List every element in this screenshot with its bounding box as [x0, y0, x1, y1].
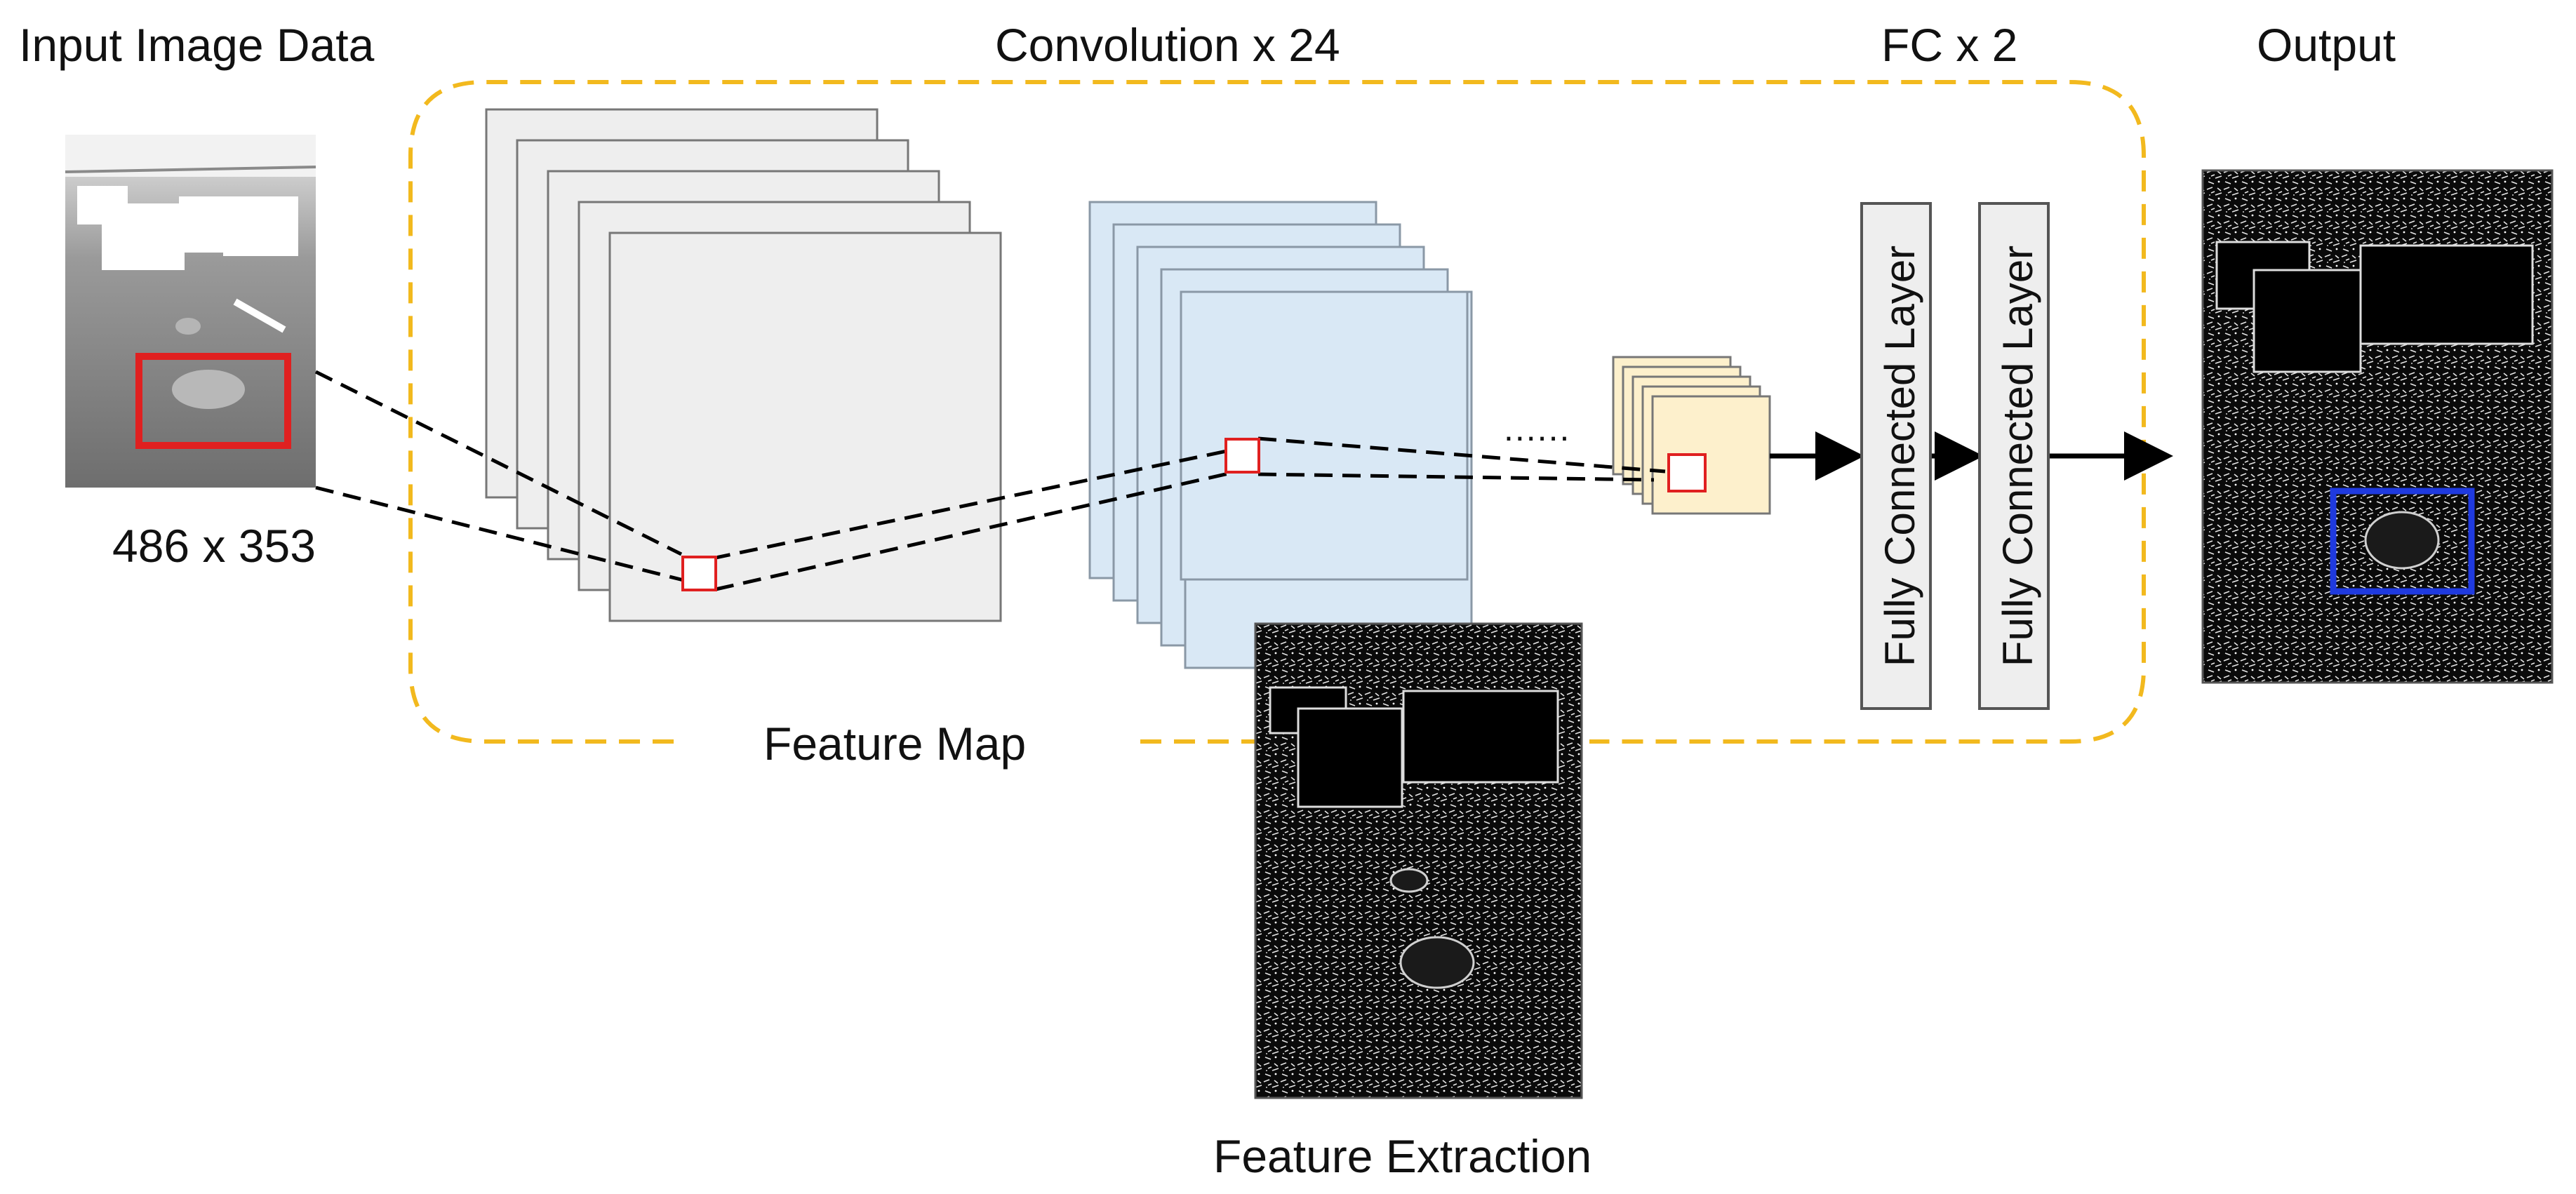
ellipsis-label: ......	[1504, 409, 1571, 448]
output-image	[2201, 169, 2554, 684]
input-image-data-title: Input Image Data	[19, 19, 375, 71]
fc-layer-1-label: Fully Connected Layer	[1876, 246, 1923, 666]
output-title: Output	[2257, 19, 2396, 71]
feature-box-blue	[1224, 438, 1260, 474]
conv-stack-blue	[1088, 201, 1473, 669]
input-size-label: 486 x 353	[112, 520, 316, 572]
feature-extraction-label: Feature Extraction	[1213, 1130, 1592, 1182]
fc-layer-1	[1860, 202, 1932, 710]
receptive-field-lines	[314, 370, 1666, 591]
feature-extraction-image	[1254, 622, 1583, 1099]
input-image	[65, 135, 316, 488]
feature-map-label: Feature Map	[763, 718, 1027, 770]
conv-stack-gray	[485, 108, 1002, 622]
dashed-enclosure-border	[408, 80, 2146, 744]
fc-title: FC x 2	[1881, 19, 2018, 71]
input-highlight-box	[135, 353, 291, 449]
fc-layer-2-label: Fully Connected Layer	[1994, 246, 2041, 666]
convolution-title: Convolution x 24	[995, 19, 1340, 71]
feature-box-gray	[681, 556, 717, 591]
output-detection-box	[2330, 488, 2475, 595]
fc-layer-2	[1978, 202, 2050, 710]
feature-box-yellow	[1667, 453, 1707, 492]
